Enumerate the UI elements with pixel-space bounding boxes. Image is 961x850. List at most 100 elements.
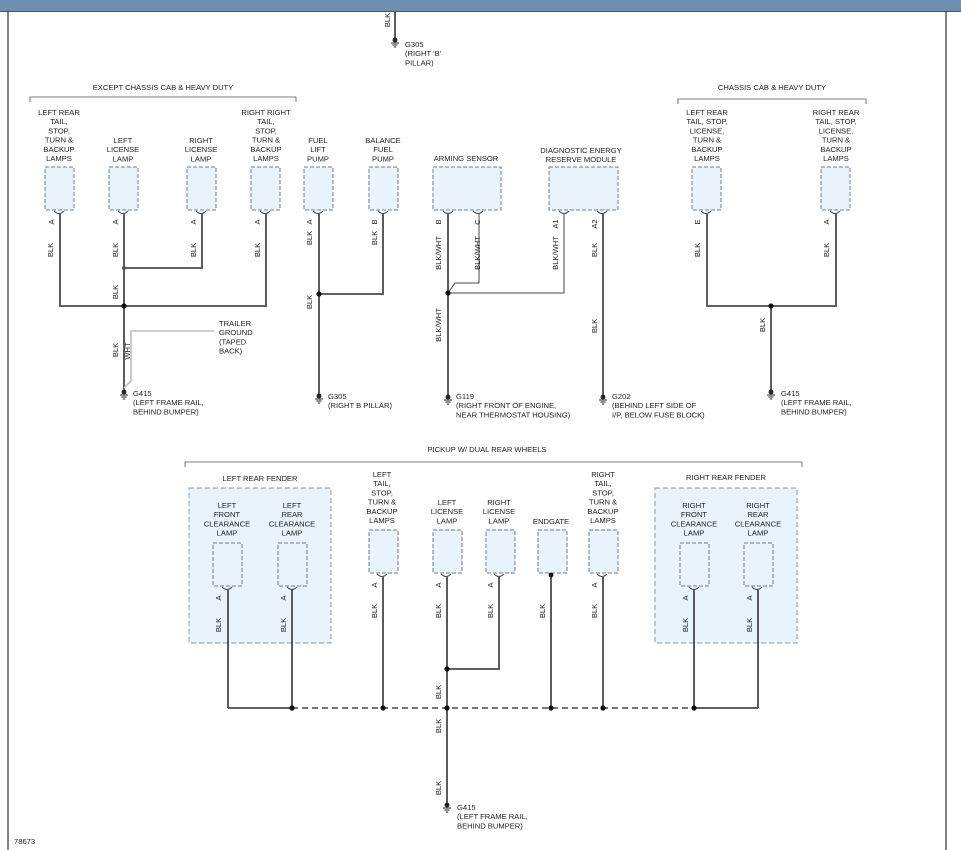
title-bar: [0, 0, 961, 12]
wire-color-label: BLK: [111, 285, 120, 299]
wire-license-bus: [124, 214, 203, 269]
wire-color-label: BLK: [434, 685, 443, 699]
component-balance-fuel-pump: [368, 166, 399, 211]
section-label-pickup: PICKUP W/ DUAL REAR WHEELS: [428, 445, 547, 454]
figure-id: 78673: [14, 837, 35, 846]
ground-label-g415-c: G415(LEFT FRAME RAIL,BEHIND BUMPER): [457, 803, 528, 830]
wire-color-label: BLK/WHT: [551, 236, 560, 270]
wire-color-label: BLK/WHT: [434, 236, 443, 270]
pin-label: A: [253, 219, 262, 225]
pin-label: A: [486, 582, 495, 588]
component-label-arming: ARMING SENSOR: [434, 154, 499, 163]
pin-label: A: [745, 595, 754, 601]
ground-symbol-icon: [120, 389, 128, 400]
ground-label-g305-top: G305(RIGHT 'B'PILLAR): [405, 40, 442, 67]
pin-label: A: [111, 219, 120, 225]
component-endgate: [537, 529, 568, 574]
wire-color-label: BLK: [758, 318, 767, 332]
component-rf-clearance-lamp: [679, 542, 710, 587]
pin-label: A: [279, 595, 288, 601]
ground-symbol-icon: [767, 389, 775, 400]
section-label-chassis: CHASSIS CAB & HEAVY DUTY: [718, 83, 826, 92]
component-cc-right-rear-lamps: [820, 166, 851, 211]
wire-cc-bus: [706, 214, 837, 307]
splice: [316, 291, 322, 297]
component-p-right-license-lamp: [485, 529, 516, 574]
ground-label-g415-a: G415(LEFT FRAME RAIL,BEHIND BUMPER): [133, 389, 204, 416]
component-p-left-tail-lamps: [368, 529, 399, 574]
wire-color-label: BLK: [383, 13, 392, 27]
pin-label: A: [214, 595, 223, 601]
zone-right-rear-fender: [654, 487, 798, 644]
wire-tail-bus: [59, 214, 267, 307]
wire-color-label: BLK: [189, 243, 198, 257]
wire-color-label: BLK: [681, 618, 690, 632]
component-lr-clearance-lamp: [277, 542, 308, 587]
pin-label: A: [47, 219, 56, 225]
splice: [768, 303, 774, 309]
wire-derm-a1: [448, 214, 565, 294]
wire-color-label: BLK: [538, 604, 547, 618]
wire-license-bus-pickup: [447, 577, 500, 670]
pin-label: A: [305, 219, 314, 225]
wire-arming-c: [447, 214, 480, 294]
pin-label: A: [822, 219, 831, 225]
wire-color-label: BLK: [434, 604, 443, 618]
splice: [445, 290, 451, 296]
component-label-endgate: ENDGATE: [533, 517, 569, 526]
pin-label: E: [693, 219, 702, 224]
component-rr-tail-lamps: [250, 166, 281, 211]
ground-symbol-icon: [391, 37, 399, 48]
wire-trailer-ground: [123, 330, 214, 389]
pin-label: A: [434, 582, 443, 588]
connector-arcs-top: [53, 210, 841, 214]
zone-left-rear-fender: [188, 487, 332, 644]
ground-label-g305-b: G305(RIGHT B PILLAR): [328, 392, 392, 410]
wire-color-label: BLK/WHT: [473, 236, 482, 270]
component-arming-sensor: [432, 166, 502, 211]
component-l-license-lamp: [108, 166, 139, 211]
ground-symbol-icon: [443, 802, 451, 813]
wire-color-label: BLK: [111, 343, 120, 357]
wire-color-label: BLK: [822, 243, 831, 257]
bracket-except-chassis: [29, 96, 297, 102]
component-lf-clearance-lamp: [212, 542, 243, 587]
zone-label-left-fender: LEFT REAR FENDER: [223, 474, 298, 483]
splice: [122, 266, 126, 270]
wire-color-label: BLK: [434, 781, 443, 795]
component-p-right-tail-lamps: [588, 529, 619, 574]
wire-color-label: BLK: [253, 243, 262, 257]
bracket-chassis: [677, 98, 867, 104]
component-diagnostic-energy-reserve-module: [548, 166, 619, 211]
zone-label-right-fender: RIGHT REAR FENDER: [686, 473, 767, 482]
pin-label: A: [370, 582, 379, 588]
wire-color-label: BLK: [486, 604, 495, 618]
component-r-license-lamp: [186, 166, 217, 211]
pin-label: A: [590, 582, 599, 588]
wire-color-label: BLK: [434, 719, 443, 733]
wire-color-label: BLK: [305, 231, 314, 245]
component-rr-clearance-lamp: [743, 542, 774, 587]
pin-label: C: [473, 219, 482, 225]
ground-label-g119: G119(RIGHT FRONT OF ENGINE,NEAR THERMOST…: [456, 392, 571, 419]
component-fuel-lift-pump: [303, 166, 334, 211]
component-cc-left-rear-lamps: [691, 166, 722, 211]
wire-color-label: BLK: [370, 231, 379, 245]
